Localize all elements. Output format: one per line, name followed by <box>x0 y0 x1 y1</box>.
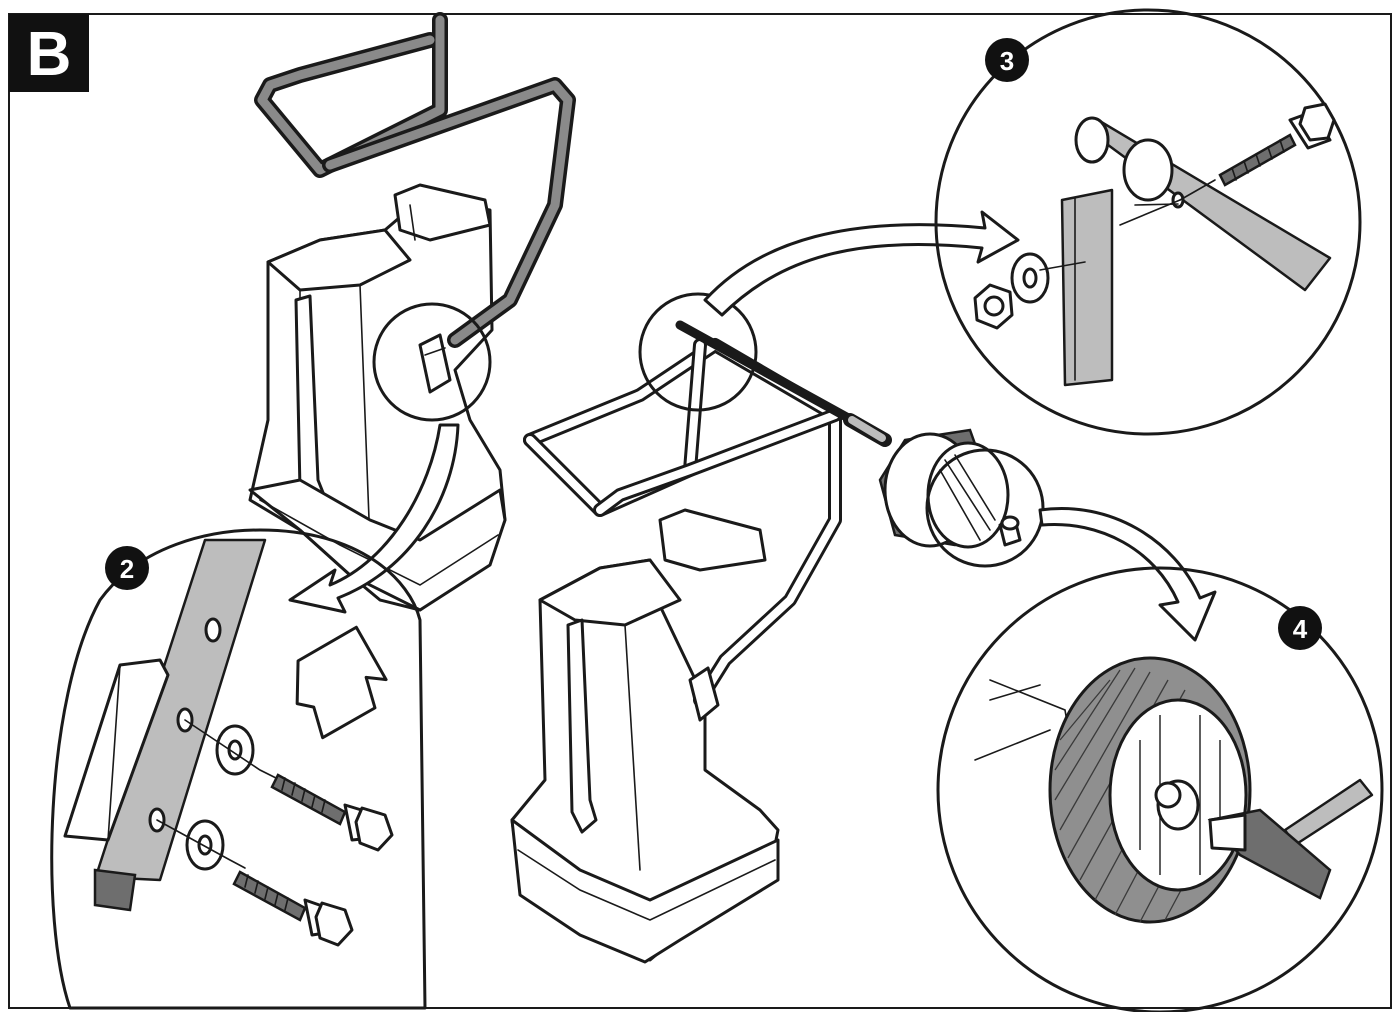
panel-label-badge: B <box>9 14 89 92</box>
diagram-frame <box>8 13 1392 1009</box>
step-2-badge <box>105 546 149 590</box>
step-2-number: 2 <box>120 554 134 584</box>
step-3-number: 3 <box>1000 46 1014 76</box>
wheel-exploded <box>878 428 1045 568</box>
detail-step-2: 2 <box>50 528 427 1010</box>
panel-label: B <box>27 20 72 89</box>
detail-step-3: 3 <box>934 8 1362 436</box>
arrow-to-step-4 <box>1038 507 1217 642</box>
step-4-badge <box>1278 606 1322 650</box>
spreader-center <box>510 292 892 964</box>
detail-step-4: 4 <box>936 566 1384 1012</box>
step-4-number: 4 <box>1293 614 1308 644</box>
step-3-badge <box>985 38 1029 82</box>
spreader-left <box>248 12 576 612</box>
arrow-to-step-2 <box>288 423 460 614</box>
arrow-to-step-3 <box>703 210 1020 317</box>
